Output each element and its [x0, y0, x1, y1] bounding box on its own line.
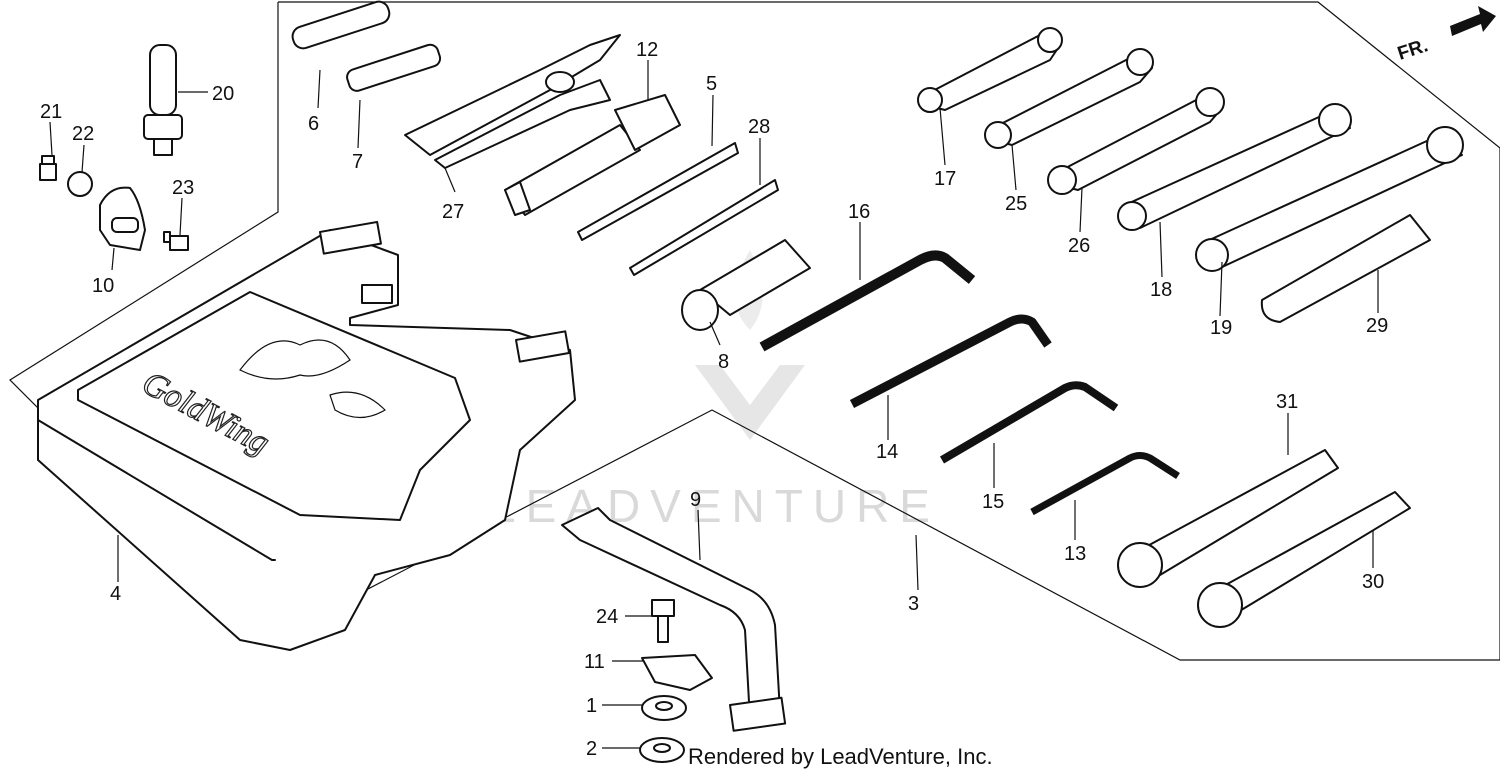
- callout-4: 4: [110, 583, 121, 605]
- part-12-spark-plug-wrench: [504, 94, 681, 216]
- callout-28: 28: [748, 116, 770, 138]
- callout-7: 7: [352, 151, 363, 173]
- callout-13: 13: [1064, 543, 1086, 565]
- orientation-label: FR.: [1395, 35, 1431, 64]
- callout-21: 21: [40, 101, 62, 123]
- part-10-bracket: [99, 186, 146, 251]
- part-26-open-wrench: [1047, 87, 1225, 195]
- watermark-text: LEADVENTURE: [490, 480, 940, 532]
- callout-6: 6: [308, 113, 319, 135]
- part-18-box-wrench: [1117, 103, 1352, 231]
- part-23-screw: [163, 231, 189, 251]
- callout-labels: 20 21 22 23 10 6 7 27 12 5 28 8 16 14 15…: [40, 39, 1388, 760]
- part-2-washer: [639, 737, 685, 763]
- part-21-bolt: [39, 155, 57, 181]
- callout-14: 14: [876, 441, 898, 463]
- part-24-bolt: [651, 599, 675, 643]
- part-15-hex-key: [939, 381, 1119, 464]
- callout-30: 30: [1362, 571, 1384, 593]
- render-credit: Rendered by LeadVenture, Inc.: [688, 744, 993, 769]
- part-29-handle-grip: [1260, 214, 1431, 323]
- callout-20: 20: [212, 83, 234, 105]
- part-11-plate: [641, 654, 713, 691]
- callout-5: 5: [706, 73, 717, 95]
- callout-19: 19: [1210, 317, 1232, 339]
- callout-10: 10: [92, 275, 114, 297]
- callout-24: 24: [596, 606, 618, 628]
- part-19-box-wrench: [1195, 126, 1464, 272]
- callout-26: 26: [1068, 235, 1090, 257]
- part-1-washer: [641, 695, 687, 721]
- tool-case: [37, 220, 576, 651]
- callout-11: 11: [584, 651, 605, 673]
- part-27-pliers: [404, 34, 621, 169]
- part-6-feeler-gauge: [291, 0, 391, 50]
- part-31-ring-wrench: [1117, 449, 1339, 588]
- callout-16: 16: [848, 201, 870, 223]
- part-7-feeler-gauge: [346, 43, 442, 92]
- callout-15: 15: [982, 491, 1004, 513]
- callout-27: 27: [442, 201, 464, 223]
- callout-18: 18: [1150, 279, 1172, 301]
- callout-31: 31: [1276, 391, 1298, 413]
- part-5-screwdriver-shaft: [577, 142, 739, 241]
- part-16-hex-key: [759, 250, 976, 352]
- callout-22: 22: [72, 123, 94, 145]
- callout-3: 3: [908, 593, 919, 615]
- callout-29: 29: [1366, 315, 1388, 337]
- callout-12: 12: [636, 39, 658, 61]
- callout-1: 1: [586, 695, 597, 717]
- part-22-grommet: [67, 171, 93, 197]
- part-9-strap: [561, 507, 787, 732]
- callout-25: 25: [1005, 193, 1027, 215]
- callout-8: 8: [718, 351, 729, 373]
- callout-23: 23: [172, 177, 194, 199]
- callout-9: 9: [690, 489, 701, 511]
- part-30-ring-wrench: [1197, 491, 1411, 628]
- callout-17: 17: [934, 168, 956, 190]
- part-28-screwdriver-shaft: [629, 179, 779, 276]
- part-8-screwdriver-handle: [681, 239, 811, 331]
- front-arrow-icon: [1450, 6, 1496, 36]
- part-25-open-wrench: [984, 48, 1154, 149]
- part-20-lock-cylinder: [143, 44, 183, 156]
- part-14-hex-key: [849, 314, 1052, 408]
- case-wing-emblem: [239, 339, 386, 419]
- callout-2: 2: [586, 738, 597, 760]
- kit-frame-outline: [9, 1, 1500, 661]
- leader-lines: [49, 60, 1379, 749]
- part-13-hex-key: [1030, 452, 1180, 516]
- part-17-open-wrench: [917, 27, 1063, 113]
